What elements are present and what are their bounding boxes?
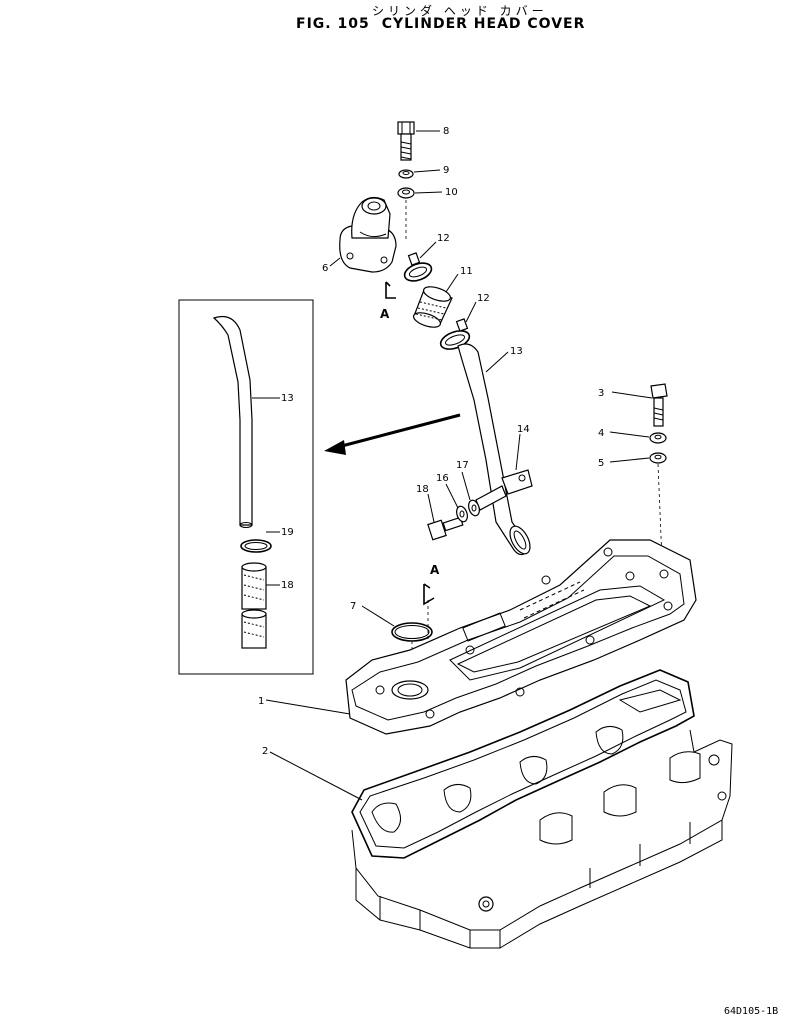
- label-13-inset: 13: [281, 393, 294, 404]
- drawing-code: 64D105-1B: [724, 1006, 779, 1017]
- title-japanese: シリンダ ヘッド カバー: [372, 4, 548, 18]
- cylinder-head-cover-1: [345, 539, 697, 735]
- gasket-2: [351, 669, 695, 859]
- inset-tube-13: [212, 315, 253, 526]
- washer-17: [468, 499, 480, 517]
- label-11: 11: [460, 266, 473, 277]
- label-19: 19: [281, 527, 294, 538]
- label-17: 17: [456, 460, 469, 471]
- label-13: 13: [510, 346, 523, 357]
- label-18: 18: [416, 484, 429, 495]
- tube-13: [457, 343, 531, 556]
- elbow-6: [339, 196, 397, 273]
- label-16: 16: [436, 473, 449, 484]
- washer-4: [649, 432, 667, 444]
- detail-arrow: [324, 413, 461, 455]
- detail-inset: [178, 299, 314, 675]
- washer-5: [649, 452, 667, 464]
- washer-9: [398, 169, 414, 179]
- o-ring-7: [391, 622, 433, 642]
- label-6: 6: [322, 263, 328, 274]
- figure-name: CYLINDER HEAD COVER: [381, 16, 586, 32]
- label-10: 10: [445, 187, 458, 198]
- clamp-12-lower: [439, 318, 471, 350]
- label-1: 1: [258, 696, 264, 707]
- label-8: 8: [443, 126, 449, 137]
- washer-16: [456, 505, 468, 523]
- cylinder-head-block: [351, 689, 733, 949]
- figure-number: FIG. 105: [296, 16, 370, 32]
- bracket-14: [475, 469, 533, 511]
- figure-title: FIG. 105 CYLINDER HEAD COVER: [296, 16, 597, 32]
- label-12-lower: 12: [477, 293, 490, 304]
- bolt-8: [397, 121, 415, 161]
- hose-11: [412, 286, 453, 328]
- inset-clamp-19: [240, 539, 272, 553]
- label-14: 14: [517, 424, 530, 435]
- view-arrow-a-cover: [423, 583, 435, 650]
- inset-hose-18: [241, 566, 267, 610]
- view-label-a-top: A: [380, 307, 390, 321]
- label-3: 3: [598, 388, 604, 399]
- label-18-inset: 18: [281, 580, 294, 591]
- label-2: 2: [262, 746, 268, 757]
- label-12-upper: 12: [437, 233, 450, 244]
- clamp-12-upper: [403, 252, 433, 282]
- label-7: 7: [350, 601, 356, 612]
- label-9: 9: [443, 165, 449, 176]
- washer-10: [397, 187, 415, 199]
- view-arrow-a-top: [385, 281, 396, 299]
- label-4: 4: [598, 428, 604, 439]
- label-5: 5: [598, 458, 604, 469]
- bolt-3: [650, 383, 668, 427]
- view-label-a-cover: A: [430, 563, 440, 577]
- bolt-18: [427, 516, 464, 541]
